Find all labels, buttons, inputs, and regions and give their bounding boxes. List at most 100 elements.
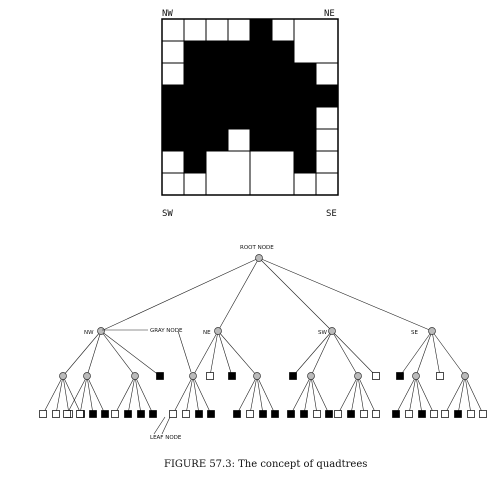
tree-edge (350, 375, 359, 415)
corner-label-se: SE (326, 209, 337, 219)
grid-cell (227, 106, 251, 130)
tree-edge (310, 375, 318, 415)
gray-node (354, 372, 362, 380)
figure-caption: FIGURE 57.3: The concept of quadtrees (164, 459, 367, 470)
black-leaf-node (156, 372, 164, 380)
tree-edge (192, 330, 219, 377)
tree-edge (192, 375, 200, 415)
gray-node (328, 327, 336, 335)
tree-edge (86, 330, 102, 377)
grid-cell (227, 62, 251, 86)
grid-cell (315, 128, 339, 152)
grid-cell (271, 62, 295, 86)
grid-cell (161, 172, 185, 196)
black-leaf-node (418, 410, 426, 418)
white-leaf-node (441, 410, 449, 418)
grid-cell (271, 18, 295, 42)
black-leaf-node (101, 410, 109, 418)
grid-cell (293, 106, 317, 130)
grid-cell (183, 128, 207, 152)
gray-node (83, 372, 91, 380)
gray-node (461, 372, 469, 380)
tree-edge (290, 375, 312, 415)
tree-edge (444, 375, 466, 415)
white-leaf-node (63, 410, 71, 418)
tree-edge (217, 330, 258, 377)
gray-node-pointer-b (177, 330, 192, 373)
tree-edge (100, 257, 260, 332)
white-leaf-node (182, 410, 190, 418)
grid-cell (161, 84, 185, 108)
grid-block (249, 150, 295, 196)
tree-edges (42, 257, 484, 415)
black-leaf-node (233, 410, 241, 418)
tree-edge (100, 330, 136, 377)
tree-edge (399, 330, 433, 377)
grid-cell (271, 40, 295, 64)
grid-cell (205, 84, 229, 108)
grid-cell (315, 150, 339, 174)
black-leaf-node (347, 410, 355, 418)
black-leaf-node (271, 410, 279, 418)
tree-edge (415, 375, 423, 415)
black-leaf-node (454, 410, 462, 418)
tree-edge (256, 375, 276, 415)
grid-cell (205, 18, 229, 42)
black-leaf-node (325, 410, 333, 418)
grid-cell (205, 40, 229, 64)
black-leaf-node (300, 410, 308, 418)
black-leaf-node (195, 410, 203, 418)
white-leaf-node (246, 410, 254, 418)
root-node-label: ROOT NODE (240, 245, 274, 251)
tree-edge (192, 375, 212, 415)
grid-cell (183, 106, 207, 130)
white-leaf-node (334, 410, 342, 418)
tree-edge (331, 330, 359, 377)
white-leaf-node (430, 410, 438, 418)
white-leaf-node (206, 372, 214, 380)
grid-cell (315, 172, 339, 196)
grid-cell (315, 62, 339, 86)
gray-node (131, 372, 139, 380)
binary-image-grid (161, 18, 339, 196)
leaf-node-pointer-b (161, 416, 171, 435)
tree-edge (415, 330, 433, 377)
white-leaf-node (313, 410, 321, 418)
grid-cell (205, 128, 229, 152)
white-leaf-node (111, 410, 119, 418)
white-leaf-node (479, 410, 487, 418)
grid-cell (161, 128, 185, 152)
grid-cell (205, 106, 229, 130)
tree-edge (62, 375, 82, 415)
grid-cell (161, 40, 185, 64)
black-leaf-node (392, 410, 400, 418)
leaf-node-label: LEAF NODE (150, 435, 182, 441)
white-leaf-node (169, 410, 177, 418)
tree-edge (55, 375, 64, 415)
tree-edge (172, 375, 194, 415)
gray-node-label: GRAY NODE (150, 328, 183, 334)
grid-block (293, 18, 339, 64)
tree-edge (258, 257, 333, 332)
tree-edge (431, 330, 441, 377)
black-leaf-node (228, 372, 236, 380)
grid-cell (293, 128, 317, 152)
grid-cell (161, 18, 185, 42)
corner-label-ne: NE (324, 9, 335, 19)
grid-cell (315, 106, 339, 130)
tree-edge (86, 375, 94, 415)
tree-edge (66, 375, 88, 415)
white-leaf-node (467, 410, 475, 418)
gray-node (307, 372, 315, 380)
grid-cell (227, 128, 251, 152)
tree-edge (310, 330, 333, 377)
grid-cell (293, 84, 317, 108)
tree-edge (357, 375, 365, 415)
tree-edge (292, 330, 333, 377)
grid-cell (183, 172, 207, 196)
grid-cell (183, 40, 207, 64)
tree-edge (79, 375, 88, 415)
tree-edge (331, 330, 377, 377)
white-leaf-node (436, 372, 444, 380)
tree-edge (236, 375, 258, 415)
